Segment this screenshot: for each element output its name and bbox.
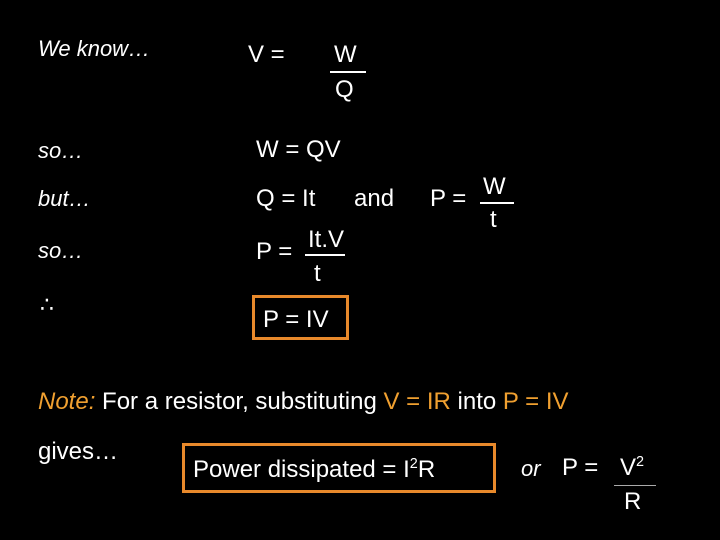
power-exponent: 2: [409, 455, 418, 472]
note-text-before: For a resistor, substituting: [102, 388, 377, 415]
fraction-denominator-r: R: [624, 488, 642, 515]
fraction-bar-3: [305, 254, 345, 256]
or-label: or: [521, 456, 541, 481]
note-line: Note: For a resistor, substituting V = I…: [38, 390, 569, 414]
so-label-1: so…: [38, 138, 84, 163]
power-dissipated: Power dissipated = I2R: [193, 455, 436, 483]
p-equals-2: P =: [256, 238, 293, 265]
note-p-equals-iv: P = IV: [502, 388, 569, 415]
we-know-label: We know…: [38, 36, 151, 61]
q-equals-it: Q = It: [256, 185, 316, 212]
note-v-equals-ir: V = IR: [383, 388, 451, 415]
fraction-denominator-q: Q: [335, 76, 354, 103]
p-equals-1: P =: [430, 185, 467, 212]
fraction-numerator-v-squared: V2: [620, 453, 645, 481]
v-letter: V: [620, 454, 637, 481]
note-into: into: [457, 388, 497, 415]
fraction-numerator-w: W: [334, 41, 357, 68]
gives-label: gives…: [38, 438, 119, 465]
fraction-numerator-w-2: W: [483, 173, 506, 200]
note-label: Note:: [38, 388, 96, 415]
so-label-2: so…: [38, 238, 84, 263]
therefore-symbol: ∴: [40, 292, 54, 317]
p-equals-3: P =: [562, 454, 599, 481]
fraction-bar-4: [614, 485, 656, 486]
but-label: but…: [38, 186, 91, 211]
w-equals-qv: W = QV: [256, 136, 341, 163]
power-suffix: R: [417, 456, 436, 483]
fraction-numerator-itv: It.V: [308, 226, 345, 253]
fraction-denominator-t-2: t: [490, 206, 497, 233]
fraction-bar-2: [480, 202, 514, 204]
p-equals-iv: P = IV: [263, 306, 329, 333]
v-exponent: 2: [636, 453, 645, 470]
fraction-bar: [330, 71, 366, 73]
v-equals: V =: [248, 41, 285, 68]
fraction-denominator-t-3: t: [314, 260, 321, 287]
result-box: P = IV: [252, 295, 349, 340]
power-prefix: Power dissipated = I: [193, 456, 410, 483]
and-text: and: [354, 185, 395, 212]
power-box: Power dissipated = I2R: [182, 443, 496, 493]
